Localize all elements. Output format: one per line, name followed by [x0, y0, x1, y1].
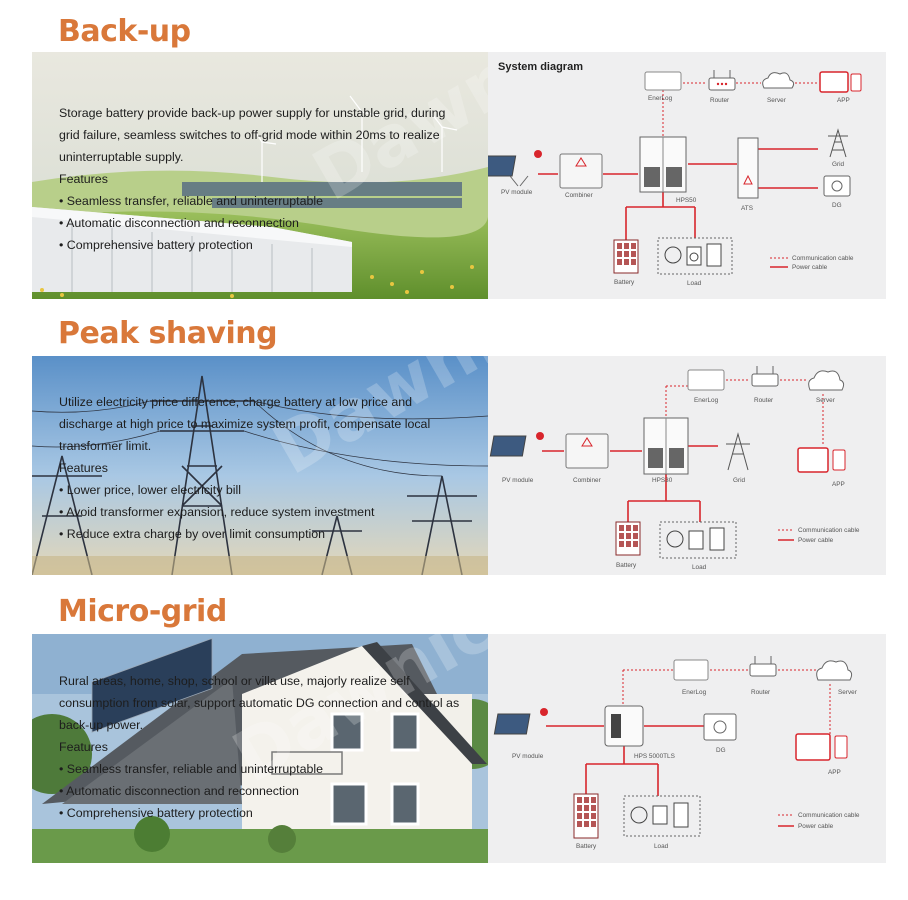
- label-server: Server: [838, 689, 858, 696]
- micro-grid-feature-1: • Seamless transfer, reliable and uninte…: [59, 762, 324, 776]
- label-grid: Grid: [832, 161, 845, 168]
- label-pv-module: PV module: [501, 189, 533, 196]
- micro-grid-text: Rural areas, home, shop, school or villa…: [59, 670, 468, 824]
- section-title-micro-grid: Micro-grid: [58, 594, 227, 629]
- micro-grid-features-heading: Features: [59, 740, 108, 754]
- label-enerlog: EnerLog: [648, 95, 673, 102]
- legend-power: Power cable: [798, 537, 834, 544]
- peak-shaving-feature-1: • Lower price, lower electricity bill: [59, 483, 241, 497]
- peak-shaving-photo: Dawnice Utilize electricity price differ…: [32, 356, 488, 575]
- label-load: Load: [692, 564, 707, 571]
- label-battery: Battery: [576, 843, 597, 850]
- label-app: APP: [828, 769, 841, 776]
- label-hps: HPS 5000TLS: [634, 753, 675, 760]
- legend-communication: Communication cable: [798, 812, 860, 819]
- micro-grid-photo: Dawnice Rural areas, home, shop, school …: [32, 634, 488, 863]
- micro-grid-system-diagram: EnerLog Router Server APP PV module HPS …: [488, 634, 886, 863]
- grid-tower-icon: [726, 432, 750, 471]
- label-pv-module: PV module: [502, 477, 534, 484]
- backup-diagram-svg: System diagram EnerLog Ro: [488, 61, 862, 287]
- peak-shaving-text: Utilize electricity price difference, ch…: [59, 391, 468, 545]
- tablet-icon: [819, 71, 862, 93]
- battery-icon: [615, 521, 641, 556]
- label-combiner: Combiner: [573, 477, 602, 484]
- micro-grid-feature-2: • Automatic disconnection and reconnecti…: [59, 784, 299, 798]
- peak-shaving-photo-image: Dawnice: [32, 356, 488, 575]
- grid-tower-icon: [828, 128, 848, 158]
- peak-shaving-description: Utilize electricity price difference, ch…: [59, 395, 431, 453]
- combiner-icon: [559, 153, 603, 189]
- generator-icon: [823, 175, 851, 197]
- peak-shaving-feature-2: • Avoid transformer expansion, reduce sy…: [59, 505, 375, 519]
- diagram-title: System diagram: [498, 61, 583, 73]
- solar-panel-icon: [489, 432, 544, 457]
- backup-feature-3: • Comprehensive battery protection: [59, 238, 253, 252]
- combiner-icon: [565, 433, 609, 469]
- label-battery: Battery: [616, 562, 637, 569]
- peak-shaving-system-diagram: EnerLog Router Server APP PV module Comb…: [488, 356, 886, 575]
- label-load: Load: [654, 843, 669, 850]
- label-grid: Grid: [733, 477, 746, 484]
- label-app: APP: [837, 97, 850, 104]
- cloud-icon: [762, 72, 795, 89]
- cloud-icon: [808, 370, 845, 391]
- section-title-backup: Back-up: [58, 14, 191, 49]
- load-appliances-icon: [659, 521, 737, 559]
- section-title-peak-shaving: Peak shaving: [58, 316, 278, 351]
- peak-shaving-feature-3: • Reduce extra charge by over limit cons…: [59, 527, 326, 541]
- legend-power: Power cable: [798, 823, 834, 830]
- inverter-icon: [604, 705, 644, 747]
- backup-system-diagram: System diagram EnerLog Ro: [488, 52, 886, 299]
- tablet-icon: [797, 447, 846, 473]
- router-icon: [708, 70, 736, 91]
- legend-communication: Communication cable: [798, 527, 860, 534]
- label-dg: DG: [832, 202, 842, 209]
- hps-cabinet-icon: [643, 417, 689, 475]
- label-combiner: Combiner: [565, 192, 594, 199]
- backup-feature-1: • Seamless transfer, reliable and uninte…: [59, 194, 324, 208]
- battery-icon: [573, 793, 599, 839]
- label-router: Router: [751, 689, 771, 696]
- label-router: Router: [754, 397, 774, 404]
- backup-features-heading: Features: [59, 172, 108, 186]
- solar-panel-icon: [488, 150, 542, 187]
- backup-text: Storage battery provide back-up power su…: [59, 102, 468, 256]
- router-icon: [749, 656, 777, 677]
- micro-grid-description: Rural areas, home, shop, school or villa…: [59, 674, 460, 732]
- tablet-icon: [795, 733, 848, 761]
- label-server: Server: [816, 397, 836, 404]
- backup-photo: Dawnice Storage battery provide back-up …: [32, 52, 488, 299]
- label-enerlog: EnerLog: [694, 397, 719, 404]
- label-ats: ATS: [741, 205, 753, 212]
- label-hps: HPS30: [652, 477, 673, 484]
- label-app: APP: [832, 481, 845, 488]
- label-enerlog: EnerLog: [682, 689, 707, 696]
- backup-description: Storage battery provide back-up power su…: [59, 106, 446, 164]
- label-battery: Battery: [614, 279, 635, 286]
- solar-panel-icon: [493, 708, 548, 735]
- label-dg: DG: [716, 747, 726, 754]
- load-appliances-icon: [623, 795, 701, 837]
- micro-grid-feature-3: • Comprehensive battery protection: [59, 806, 253, 820]
- router-icon: [751, 366, 779, 387]
- hps-cabinet-icon: [639, 136, 687, 193]
- label-load: Load: [687, 280, 702, 287]
- label-hps: HPS50: [676, 197, 697, 204]
- label-pv-module: PV module: [512, 753, 544, 760]
- backup-feature-2: • Automatic disconnection and reconnecti…: [59, 216, 299, 230]
- legend-power: Power cable: [792, 264, 828, 271]
- load-appliances-icon: [657, 237, 733, 275]
- ats-cabinet-icon: [737, 137, 759, 199]
- label-server: Server: [767, 97, 787, 104]
- label-router: Router: [710, 97, 730, 104]
- cloud-icon: [816, 660, 853, 681]
- peak-shaving-features-heading: Features: [59, 461, 108, 475]
- peak-shaving-diagram-svg: EnerLog Router Server APP PV module Comb…: [489, 366, 860, 571]
- micro-grid-photo-image: Dawnice: [32, 634, 488, 863]
- backup-photo-image: Dawnice: [32, 52, 488, 299]
- battery-icon: [613, 239, 639, 274]
- generator-icon: [703, 713, 737, 741]
- micro-grid-diagram-svg: EnerLog Router Server APP PV module HPS …: [493, 656, 860, 850]
- legend-communication: Communication cable: [792, 255, 854, 262]
